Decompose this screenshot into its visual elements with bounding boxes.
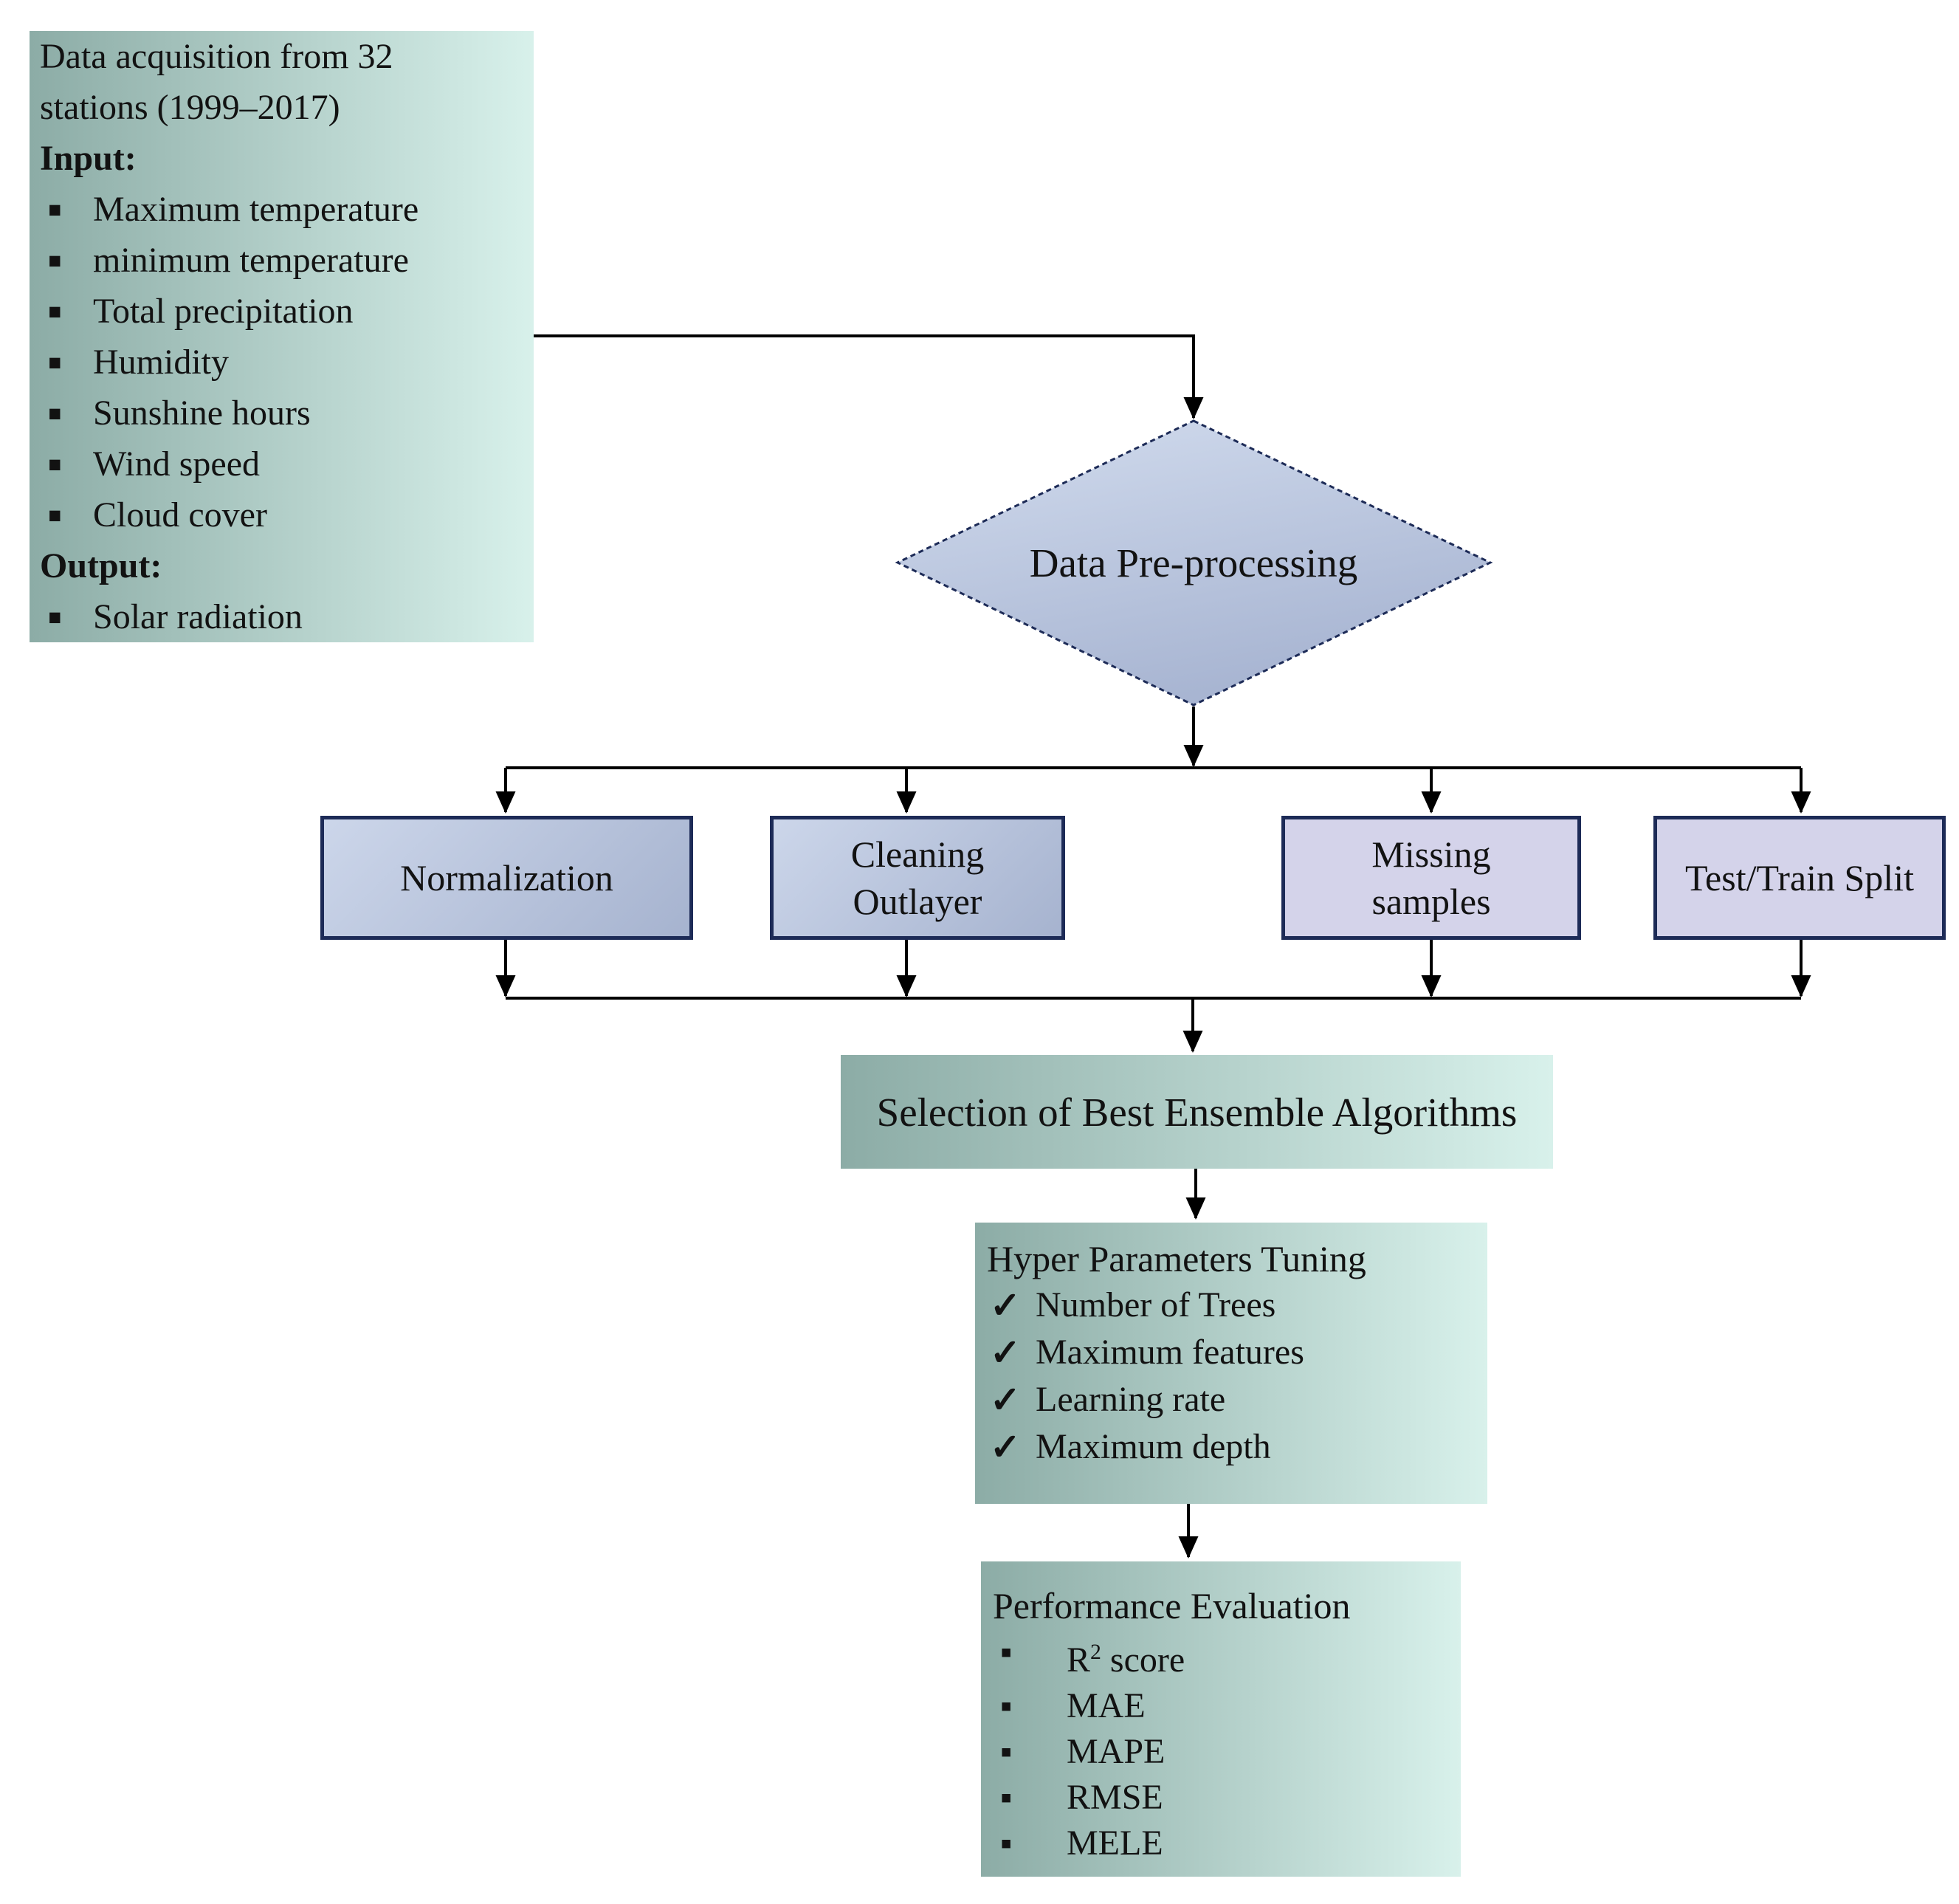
diamond-label: Data Pre-processing [1029, 540, 1358, 585]
square-bullet-icon: ▪ [47, 491, 63, 539]
list-item-label: Maximum depth [1036, 1427, 1271, 1466]
acquisition-title-line1: Data acquisition from 32 [40, 37, 393, 76]
square-bullet-icon: ▪ [1000, 1824, 1013, 1862]
checkmark-icon: ✓ [990, 1379, 1021, 1420]
list-item-label: MELE [1067, 1824, 1163, 1863]
list-item-label: MAE [1067, 1686, 1146, 1725]
selection-box: Selection of Best Ensemble Algorithms [841, 1055, 1553, 1169]
list-item-label: Number of Trees [1036, 1285, 1276, 1324]
checkmark-icon: ✓ [990, 1285, 1021, 1326]
acquisition-title-line2: stations (1999–2017) [40, 88, 340, 127]
hyper-list: ✓ Number of Trees ✓ Maximum features ✓ Learni… [975, 1282, 1487, 1471]
missing-samples-box: Missing samples [1281, 816, 1581, 940]
list-item: ▪ MELE [981, 1821, 1461, 1866]
list-item: ▪ Maximum temperature [30, 184, 534, 235]
list-item-label: Total precipitation [93, 292, 354, 331]
cleaning-label-line1: Cleaning [850, 834, 985, 875]
connector-input-to-diamond [534, 334, 1204, 419]
square-bullet-icon: ▪ [47, 287, 63, 335]
normalization-label: Normalization [400, 857, 613, 898]
square-bullet-icon: ▪ [47, 389, 63, 437]
output-list: ▪ Solar radiation [30, 591, 534, 642]
square-bullet-icon: ▪ [1000, 1733, 1013, 1770]
selection-label: Selection of Best Ensemble Algorithms [876, 1089, 1518, 1135]
checkmark-icon: ✓ [990, 1426, 1021, 1468]
square-bullet-icon: ▪ [1000, 1633, 1013, 1671]
list-item-label: MAPE [1067, 1732, 1166, 1771]
missing-label-line1: Missing [1371, 834, 1491, 875]
list-item-label: Maximum features [1036, 1333, 1304, 1372]
list-item-label: minimum temperature [93, 241, 409, 280]
list-item-label: Sunshine hours [93, 393, 311, 433]
list-item: ✓ Maximum features [975, 1329, 1487, 1376]
square-bullet-icon: ▪ [47, 338, 63, 386]
square-bullet-icon: ▪ [1000, 1687, 1013, 1725]
split-label: Test/Train Split [1685, 857, 1914, 898]
list-item: ▪ Solar radiation [30, 591, 534, 642]
missing-label-line2: samples [1371, 881, 1491, 922]
normalization-box: Normalization [320, 816, 693, 940]
list-item: ▪ MAPE [981, 1729, 1461, 1775]
performance-evaluation-box: Performance Evaluation ▪ R2 score ▪ MAE ▪ MAP… [981, 1561, 1461, 1877]
hyper-parameters-box: Hyper Parameters Tuning ✓ Number of Trees… [975, 1223, 1487, 1504]
list-item: ▪ minimum temperature [30, 235, 534, 286]
list-item-label: R2 score [1067, 1640, 1185, 1680]
cleaning-outlayer-box: Cleaning Outlayer [770, 816, 1065, 940]
performance-list: ▪ R2 score ▪ MAE ▪ MAPE ▪ RMSE ▪ MELE [981, 1629, 1461, 1866]
square-bullet-icon: ▪ [47, 236, 63, 284]
list-item: ▪ RMSE [981, 1775, 1461, 1821]
list-item: ✓ Number of Trees [975, 1282, 1487, 1329]
square-bullet-icon: ▪ [1000, 1778, 1013, 1816]
square-bullet-icon: ▪ [47, 593, 63, 641]
list-item: ▪ R2 score [981, 1629, 1461, 1683]
hyper-title: Hyper Parameters Tuning [987, 1238, 1366, 1279]
list-item: ▪ Wind speed [30, 439, 534, 489]
input-list: ▪ Maximum temperature ▪ minimum temperature… [30, 184, 534, 540]
list-item-label: Cloud cover [93, 495, 267, 535]
checkmark-icon: ✓ [990, 1332, 1021, 1373]
list-item-label: Learning rate [1036, 1380, 1226, 1419]
list-item-label: Solar radiation [93, 597, 303, 636]
cleaning-label-line2: Outlayer [853, 881, 982, 922]
list-item: ▪ MAE [981, 1683, 1461, 1729]
list-item: ▪ Humidity [30, 337, 534, 388]
data-preprocessing-diamond-shape [895, 419, 1493, 707]
list-item: ▪ Total precipitation [30, 286, 534, 337]
list-item: ▪ Cloud cover [30, 489, 534, 540]
input-label: Input: [40, 139, 137, 178]
output-label: Output: [40, 546, 162, 585]
performance-title: Performance Evaluation [993, 1585, 1351, 1626]
list-item-label: Humidity [93, 343, 230, 382]
list-item-label: RMSE [1067, 1778, 1163, 1817]
test-train-split-box: Test/Train Split [1653, 816, 1946, 940]
data-acquisition-box: Data acquisition from 32 stations (1999–… [30, 31, 534, 642]
square-bullet-icon: ▪ [47, 440, 63, 488]
list-item: ▪ Sunshine hours [30, 388, 534, 439]
list-item: ✓ Learning rate [975, 1376, 1487, 1423]
list-item-label: Wind speed [93, 444, 261, 484]
square-bullet-icon: ▪ [47, 185, 63, 233]
list-item: ✓ Maximum depth [975, 1423, 1487, 1471]
list-item-label: Maximum temperature [93, 190, 419, 229]
